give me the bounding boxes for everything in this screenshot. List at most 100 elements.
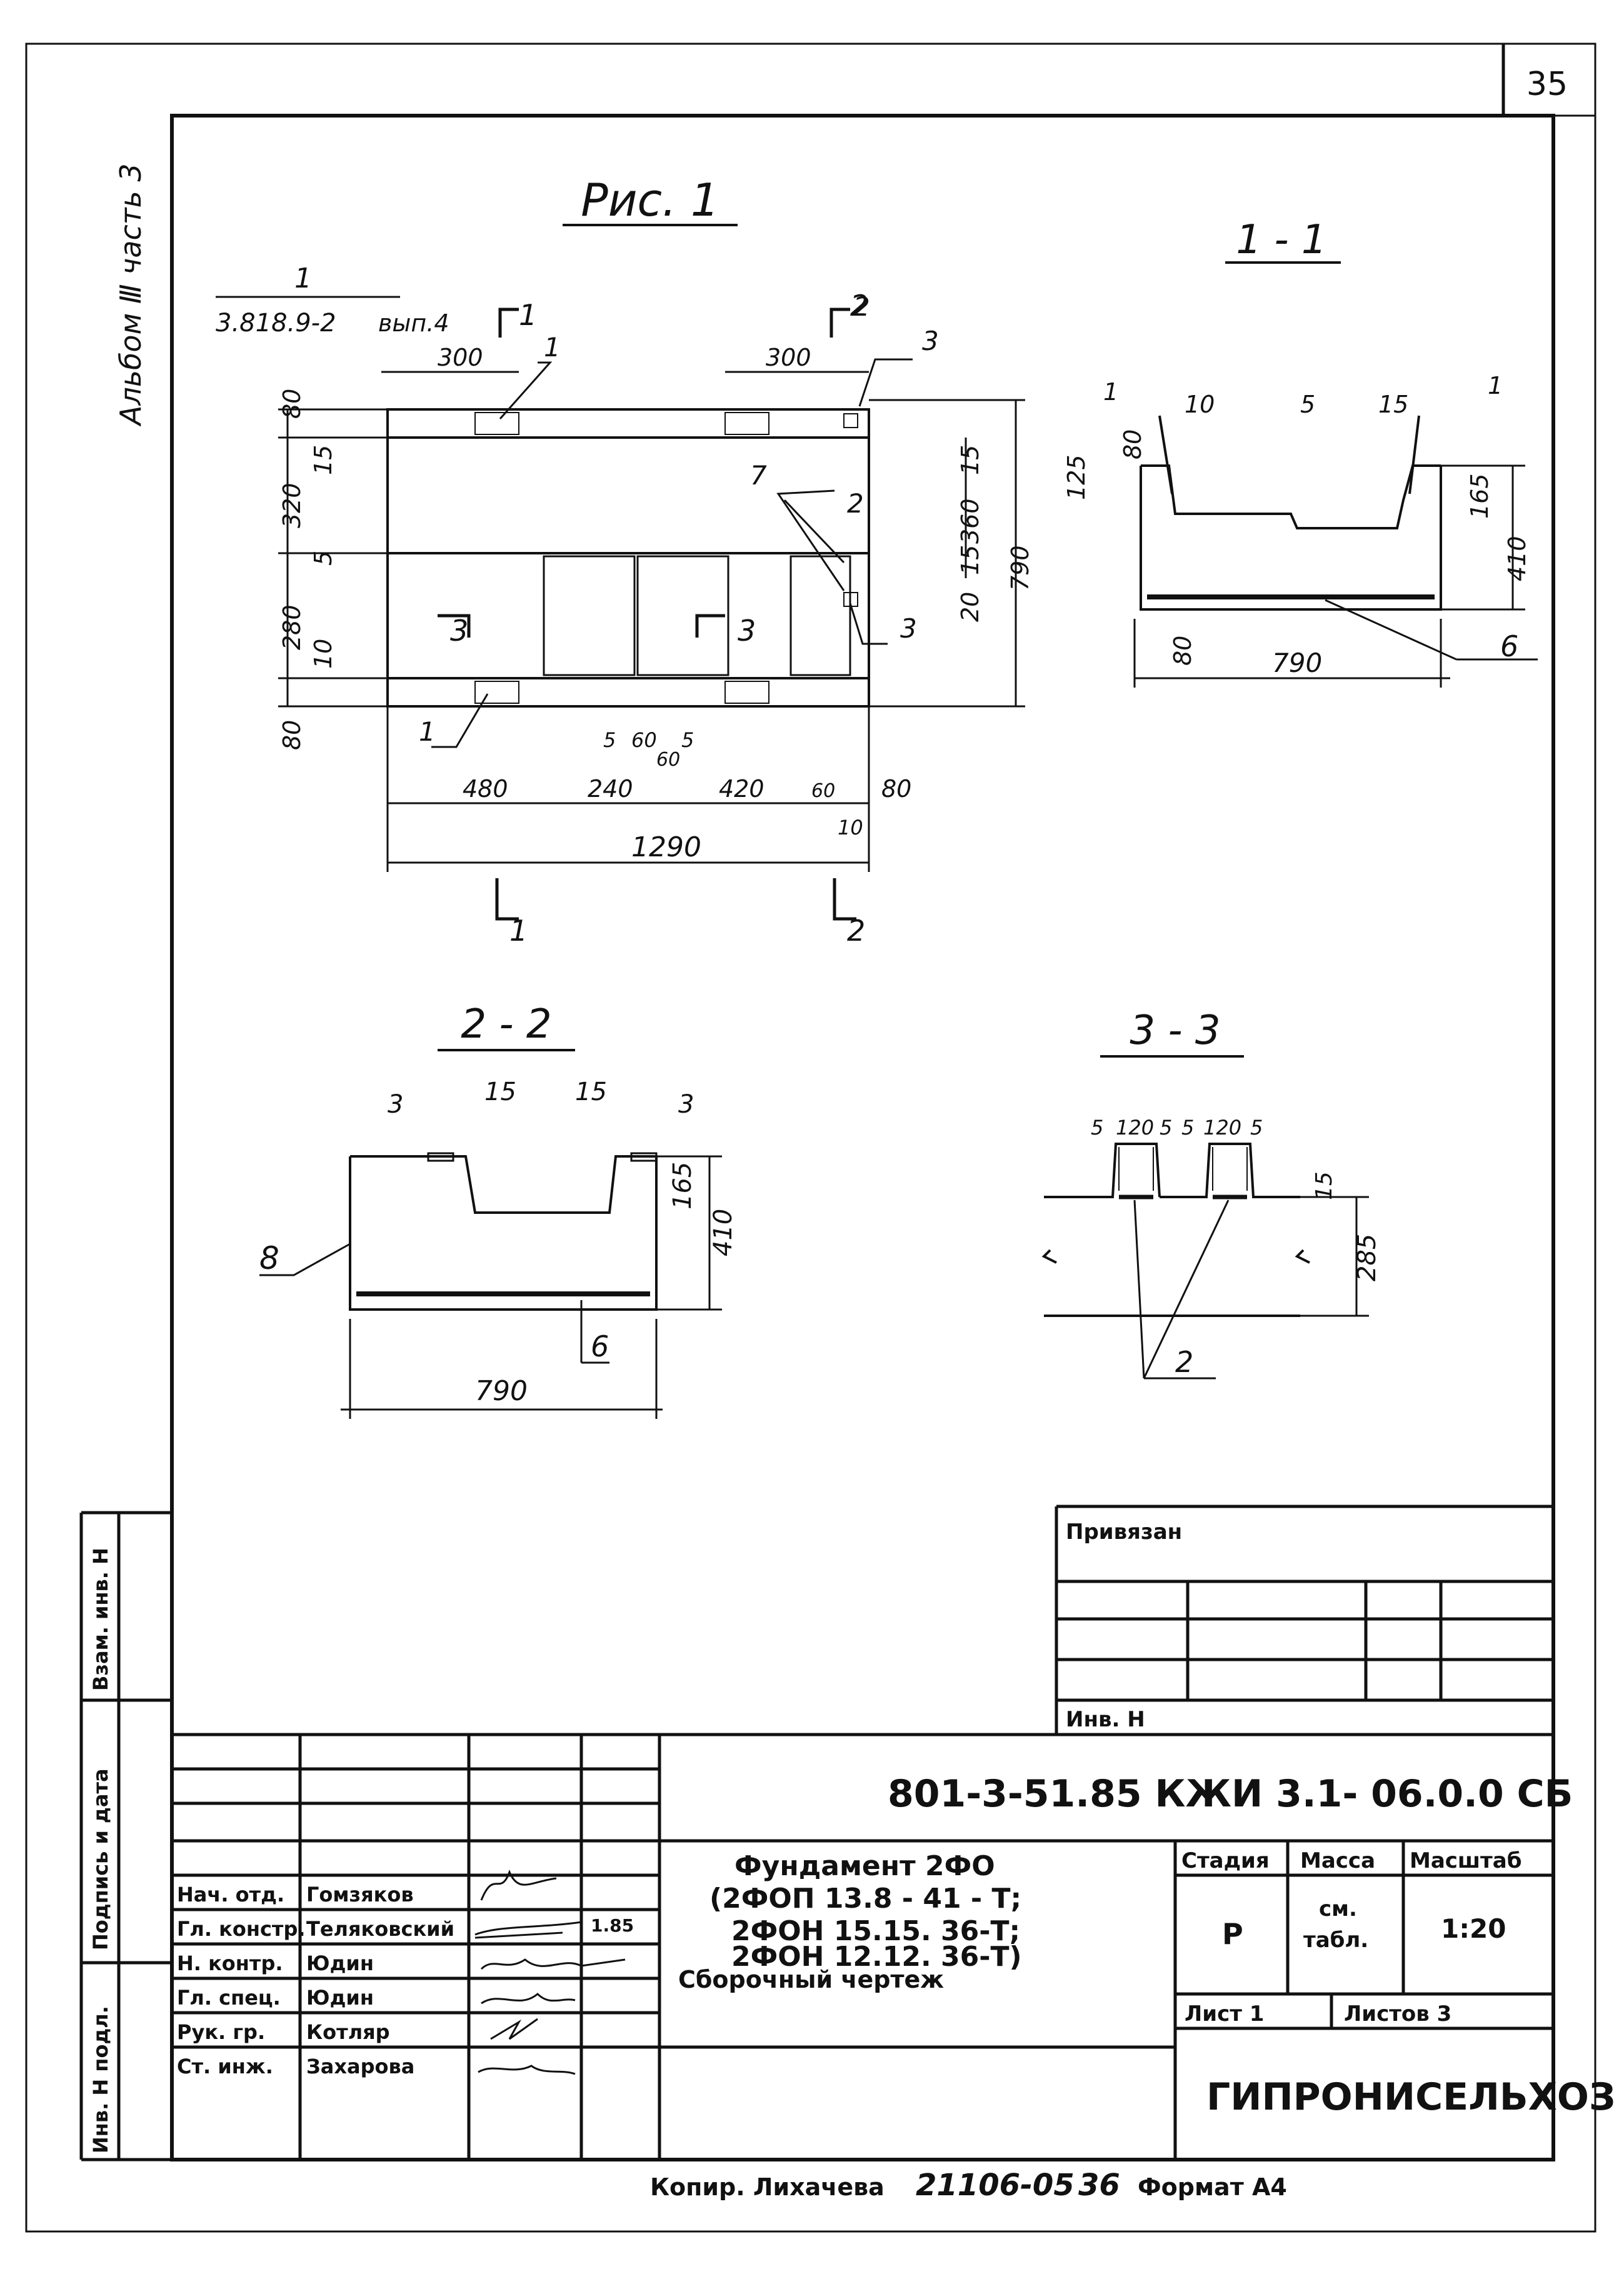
side-inv-podl: Инв. Н подл. — [89, 2006, 113, 2153]
signatories: Нач. отд. Гл. констр. Н. контр. Гл. спец… — [177, 1883, 634, 2078]
label: 120 — [1203, 1116, 1241, 1139]
label: 6 — [1500, 629, 1518, 663]
mark: 1 — [419, 716, 436, 747]
label: 80 — [1119, 429, 1146, 459]
label: 15 — [1378, 391, 1408, 418]
stage-header: Стадия — [1181, 1848, 1270, 1873]
label: 790 — [475, 1375, 528, 1407]
dim: 240 — [588, 775, 633, 803]
label: 80 — [1169, 636, 1196, 666]
label: 285 — [1353, 1234, 1381, 1281]
dim: 790 — [1006, 545, 1034, 591]
page-number: 35 — [1526, 66, 1568, 103]
sheets-label: Листов 3 — [1344, 2001, 1451, 2026]
mark: 3 — [922, 326, 939, 356]
dim: 300 — [766, 344, 811, 371]
plan-marks: 1 2 3 7 2 3 1 — [419, 291, 939, 747]
role: Рук. гр. — [177, 2020, 265, 2044]
ref-top: 1 — [294, 263, 312, 294]
side-podpis: Подпись и дата — [89, 1768, 113, 1950]
label: 1 — [1103, 378, 1118, 406]
mark: 3 — [900, 613, 917, 644]
dim: 360 — [956, 498, 984, 544]
cut-mark: 3 — [450, 614, 468, 648]
order-number: 21106-05 — [916, 2168, 1075, 2203]
label: 165 — [668, 1162, 697, 1210]
label: 1 — [1488, 372, 1503, 399]
designation: 801-3-51.85 КЖИ 3.1- 06.0.0 СБ — [888, 1772, 1573, 1816]
name: Теляковский — [306, 1917, 454, 1941]
label: 3 — [388, 1090, 403, 1119]
side-strip — [79, 1511, 172, 2161]
name: Гомзяков — [306, 1883, 414, 1906]
plan-cut-labels: 3 3 1 2 1 2 — [450, 289, 868, 948]
document-name: Фундамент 2ФО (2ФОП 13.8 - 41 - Т; 2ФОН … — [678, 1850, 1022, 1993]
label: 5 — [1250, 1116, 1263, 1139]
label: 165 — [1466, 473, 1493, 519]
dim: 10 — [309, 639, 337, 669]
dim: 60 — [631, 728, 657, 752]
scale-value: 1:20 — [1441, 1913, 1506, 1944]
dim: 60 — [656, 749, 680, 771]
copy-label: Копир. Лихачева — [650, 2173, 885, 2201]
plan-dimensions: 300 300 80 15 320 5 280 10 80 480 240 42… — [278, 344, 1034, 863]
section-2-2-labels: 3 15 15 3 165 410 8 6 790 — [259, 1078, 738, 1407]
label: 10 — [1185, 391, 1215, 418]
role: Ст. инж. — [177, 2055, 273, 2078]
section-1-1 — [1140, 415, 1442, 611]
section-3-3 — [1041, 1143, 1310, 1317]
side-label: Альбом Ⅲ часть 3 — [114, 163, 148, 427]
name: Захарова — [306, 2055, 414, 2078]
section-1-1-dim-lines — [1133, 464, 1538, 688]
sheet-label: Лист 1 — [1185, 2001, 1264, 2026]
dim: 420 — [719, 775, 764, 803]
dim: 20 — [956, 592, 984, 622]
ref-issue: вып.4 — [378, 309, 449, 337]
label: 410 — [1503, 536, 1531, 581]
label: 15 — [575, 1078, 607, 1106]
plan-view — [386, 408, 870, 708]
mass-value-2: табл. — [1303, 1928, 1368, 1953]
name-line: Сборочный чертеж — [678, 1966, 944, 1993]
section-1-1-labels: 1 10 5 15 1 80 125 165 410 80 790 6 — [1063, 372, 1531, 678]
cut-mark: 2 — [847, 914, 865, 948]
frame — [25, 43, 1596, 2233]
dim: 5 — [603, 728, 616, 752]
cut-mark: 1 — [509, 914, 528, 948]
name-line: 2ФОН 12.12. 36-Т) — [731, 1941, 1022, 1973]
name-line: (2ФОП 13.8 - 41 - Т; — [709, 1883, 1021, 1915]
dim: 280 — [278, 604, 306, 650]
mass-header: Масса — [1300, 1848, 1375, 1873]
figure-title: Рис. 1 — [581, 174, 719, 226]
label: 6 — [591, 1330, 609, 1363]
section-3-3-dim-lines — [1133, 1196, 1369, 1380]
plan-leaders — [431, 358, 913, 748]
mark: 2 — [853, 291, 870, 322]
role: Гл. спец. — [177, 1986, 281, 2010]
mark: 1 — [544, 332, 561, 363]
organization: ГИПРОНИСЕЛЬХОЗ — [1206, 2075, 1616, 2119]
privyazan-label: Привязан — [1066, 1520, 1182, 1545]
dim: 10 — [838, 816, 863, 839]
name-line: 2ФОН 15.15. 36-Т; — [731, 1915, 1020, 1947]
cut-mark: 2 — [850, 289, 868, 323]
cut-mark: 1 — [519, 298, 537, 332]
ref-bottom: 3.818.9-2 — [216, 309, 336, 338]
mass-value-1: см. — [1319, 1896, 1357, 1921]
footer: Копир. Лихачева 21106-05 36 Формат А4 — [650, 2168, 1287, 2203]
label: 3 — [678, 1090, 694, 1119]
section-2-2 — [349, 1152, 658, 1311]
cut-mark: 3 — [738, 614, 756, 648]
role: Нач. отд. — [177, 1883, 284, 1906]
dim: 5 — [681, 728, 694, 752]
label: 5 — [1091, 1116, 1103, 1139]
section-2-2-dim-lines — [259, 1155, 722, 1419]
section-1-title: 1 - 1 — [1236, 217, 1326, 263]
date-note: 1.85 — [591, 1915, 634, 1936]
dim: 320 — [278, 483, 306, 528]
stage-mass-scale: Стадия Масса Масштаб Р см. табл. 1:20 Ли… — [1181, 1848, 1521, 2026]
label: 120 — [1116, 1116, 1154, 1139]
dim: 80 — [881, 775, 911, 803]
side-vzam: Взам. инв. Н — [89, 1548, 113, 1691]
section-2-title: 2 - 2 — [461, 1001, 551, 1048]
